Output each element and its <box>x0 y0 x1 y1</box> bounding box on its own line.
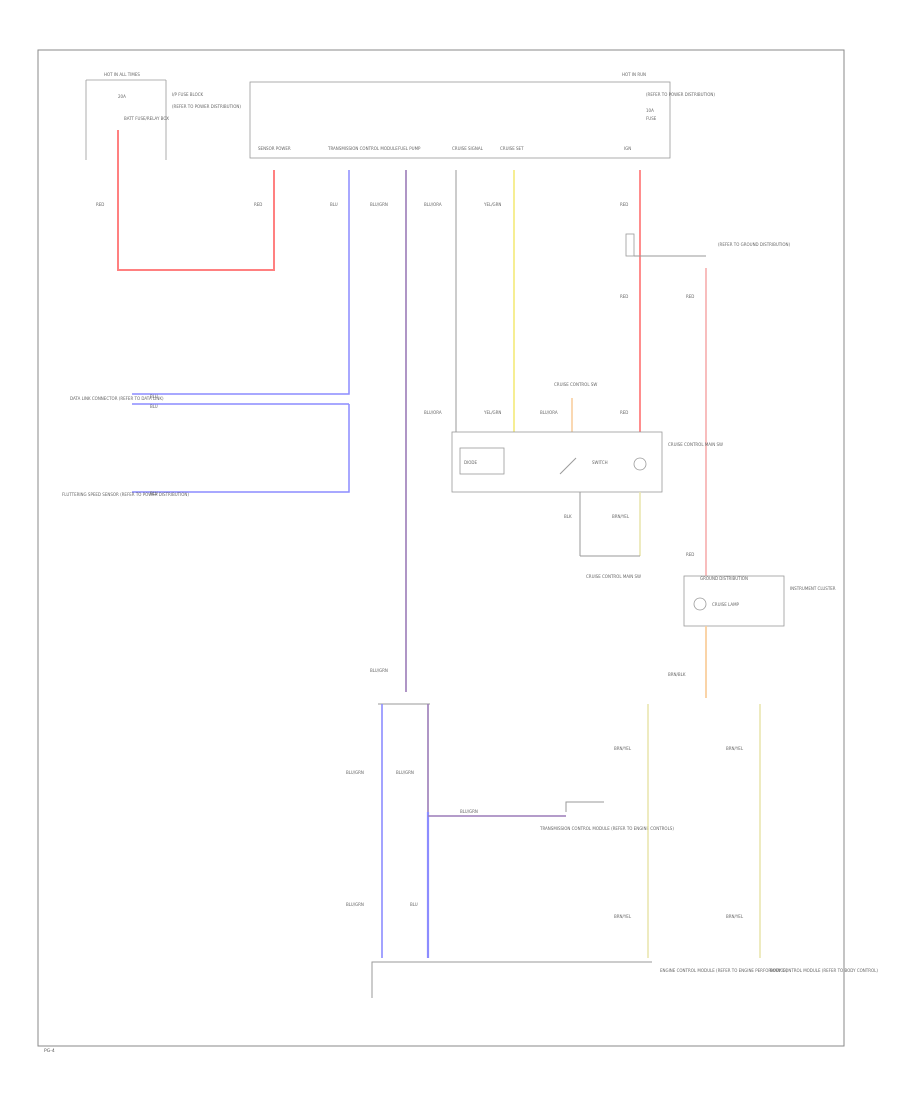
wire-color-label: BLU <box>410 902 418 907</box>
switch-contact-icon <box>559 457 577 475</box>
wire-color-label: BLU/GRN <box>346 902 364 907</box>
battery-fuse-box: HOT IN ALL TIMES 20A BATT FUSE/RELAY BOX… <box>85 72 241 160</box>
wire-color-label: YEL/GRN <box>483 202 501 207</box>
hot-left-label: HOT IN ALL TIMES <box>104 72 140 77</box>
wire-color-label: BRN/YEL <box>614 746 632 751</box>
fuse-left-note: I/P FUSE BLOCK <box>172 92 204 97</box>
cluster-lamp-label: CRUISE LAMP <box>712 602 740 607</box>
wire-blue-speed-sensor <box>132 404 350 493</box>
wire-color-label: RED <box>686 552 694 557</box>
wire-color-label: BRN/BLK <box>668 672 686 677</box>
wire-blue-tcm <box>132 170 350 395</box>
fuse-left-amp: 20A <box>118 94 126 99</box>
wire-color-label: BLU/ORA <box>424 202 442 207</box>
wire-color-label: BLU/ORA <box>424 410 442 415</box>
wire-color-label: RED <box>620 410 628 415</box>
main-module: HOT IN RUN 10A FUSE (REFER TO POWER DIST… <box>249 72 715 159</box>
instrument-cluster: CRUISE LAMP INSTRUMENT CLUSTER GROUND DI… <box>683 575 836 627</box>
terminal-label: SENSOR POWER <box>258 146 291 151</box>
fuse-right-name: FUSE <box>646 116 657 121</box>
fuse-right-amp: 10A <box>646 108 654 113</box>
cluster-lamp-icon <box>693 597 707 611</box>
cluster-label: INSTRUMENT CLUSTER <box>790 586 836 591</box>
tcm-note: TRANSMISSION CONTROL MODULE (REFER TO EN… <box>539 826 674 831</box>
switch-part-diode: DIODE <box>464 460 477 465</box>
wire-color-label: BLU/GRN <box>370 202 388 207</box>
wire-color-label: RED <box>686 294 694 299</box>
connector-block <box>625 233 635 257</box>
wire-color-label: RED <box>96 202 104 207</box>
wire-color-label: BRN/YEL <box>612 514 630 519</box>
page-frame <box>37 49 845 1047</box>
cluster-top-label: GROUND DISTRIBUTION <box>700 576 748 581</box>
hot-right-label: HOT IN RUN <box>622 72 646 77</box>
wire-color-label: RED <box>254 202 262 207</box>
wire-color-label: BLU <box>150 394 158 399</box>
cruise-switch-bottom-label: CRUISE CONTROL MAIN SW <box>586 574 641 579</box>
ecm-note: ENGINE CONTROL MODULE (REFER TO ENGINE P… <box>660 968 788 973</box>
wire-color-label: BLU/GRN <box>346 770 364 775</box>
speed-sensor-note: FLUTTERING SPEED SENSOR (REFER TO POWER … <box>62 492 189 497</box>
switch-part-switch: SWITCH <box>592 460 608 465</box>
cruise-switch-top-label: CRUISE CONTROL SW <box>554 382 597 387</box>
batt-box-note: (REFER TO POWER DISTRIBUTION) <box>172 104 241 109</box>
wire-color-label: RED <box>620 294 628 299</box>
page-id: PG-4 <box>44 1048 55 1054</box>
wire-color-label: BRN/YEL <box>614 914 632 919</box>
terminal-label: FUEL PUMP <box>398 146 421 151</box>
lamp-icon <box>633 457 647 471</box>
wire-color-label: RED <box>620 202 628 207</box>
ground-distribution-note: (REFER TO GROUND DISTRIBUTION) <box>718 242 791 247</box>
terminal-label: CRUISE SET <box>500 146 524 151</box>
wire-color-label: BLU/GRN <box>460 809 478 814</box>
terminal-label: TRANSMISSION CONTROL MODULE <box>327 146 398 151</box>
terminal-label: CRUISE SIGNAL <box>452 146 484 151</box>
fuse-right-note: (REFER TO POWER DISTRIBUTION) <box>646 92 715 97</box>
wire-red-sensor-power <box>117 130 275 271</box>
cruise-switch-side-label: CRUISE CONTROL MAIN SW <box>668 442 723 447</box>
bottom-module-outline <box>371 961 652 998</box>
wire-color-label: YEL/GRN <box>483 410 501 415</box>
tcm-connector <box>565 801 604 812</box>
wire-color-label: BLU <box>330 202 338 207</box>
wire-color-label: BLK <box>564 514 572 519</box>
wire-color-label: BLU/GRN <box>370 668 388 673</box>
fuse-left-name: BATT FUSE/RELAY BOX <box>124 116 169 121</box>
wire-color-label: BRN/YEL <box>726 746 744 751</box>
wire-color-label: BLU <box>150 404 158 409</box>
cruise-control-switch: DIODE SWITCH CRUISE CONTROL MAIN SW <box>451 431 723 493</box>
wire-color-label: BRN/YEL <box>726 914 744 919</box>
terminal-label: IGN <box>624 146 631 151</box>
wire-color-label: BLU/GRN <box>396 770 414 775</box>
wire-color-label: BLU <box>150 491 158 496</box>
datalink-note: DATA LINK CONNECTOR (REFER TO DATA LINK) <box>70 396 164 401</box>
bcm-note: BODY CONTROL MODULE (REFER TO BODY CONTR… <box>770 968 878 973</box>
wire-color-label: BLU/ORA <box>540 410 558 415</box>
